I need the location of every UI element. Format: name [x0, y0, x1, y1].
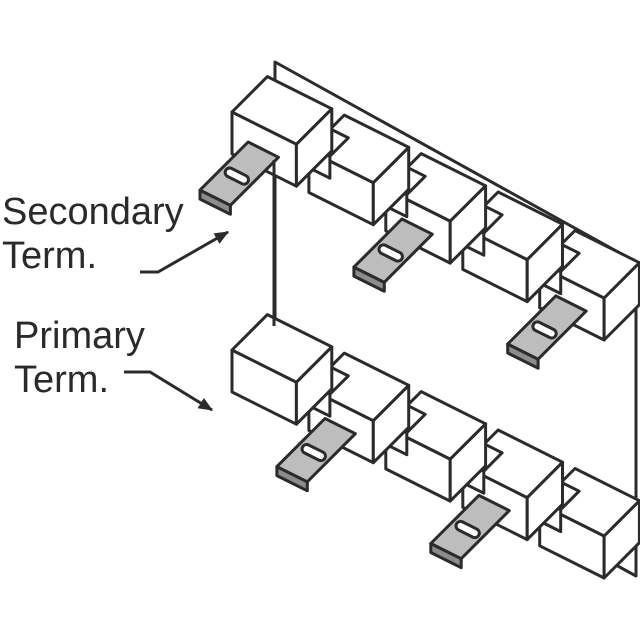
secondary-tab-1-slot	[226, 169, 247, 183]
secondary-block-1-top	[230, 75, 334, 146]
primary-tab-4-slot	[457, 522, 478, 537]
secondary-label-line2: Term.	[2, 235, 97, 277]
primary-label-line1: Primary	[14, 315, 145, 357]
primary-block-1-top	[230, 313, 334, 384]
primary-label-line2: Term.	[14, 359, 109, 401]
secondary-tab-3-slot	[380, 246, 401, 260]
secondary-tab-5-slot	[534, 323, 555, 337]
primary-terminal-row	[230, 313, 640, 580]
primary-arrow	[124, 370, 214, 412]
secondary-terminal-row	[198, 75, 640, 370]
secondary-terminal-label: Secondary Term.	[2, 190, 184, 278]
secondary-arrow	[140, 230, 230, 274]
primary-terminal-label: Primary Term.	[14, 314, 145, 402]
primary-tab-2-slot	[303, 446, 324, 460]
secondary-label-line1: Secondary	[2, 191, 184, 233]
